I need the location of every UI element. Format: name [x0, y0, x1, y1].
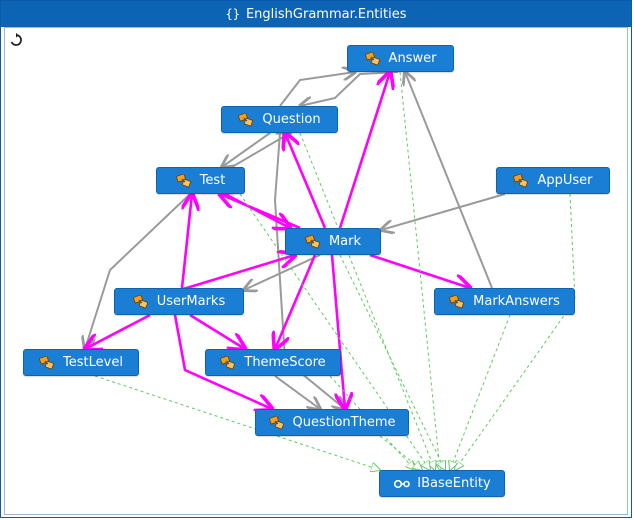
- node-label: Question: [262, 112, 321, 127]
- class-icon: [220, 355, 238, 370]
- edge-association-usermarks-to-mark: [179, 255, 295, 292]
- node-label: Mark: [328, 234, 362, 249]
- node-appuser[interactable]: AppUser: [496, 167, 610, 194]
- edge-dependency-question-to-test: [222, 132, 271, 167]
- edge-inheritance-answer-to-ibaseentity: [399, 71, 440, 470]
- class-icon: [39, 355, 57, 370]
- node-mark[interactable]: Mark: [285, 228, 381, 255]
- class-icon: [238, 112, 256, 127]
- edge-association-mark-to-answer: [338, 72, 390, 229]
- diagram-title: EnglishGrammar.Entities: [245, 6, 407, 22]
- edge-association-test-to-mark: [224, 192, 290, 228]
- node-questiontheme[interactable]: QuestionTheme: [255, 409, 409, 436]
- edge-dependency-test-to-testlevel: [85, 193, 191, 349]
- node-testlevel[interactable]: TestLevel: [23, 349, 139, 376]
- edge-association-usermarks-to-testlevel: [85, 313, 151, 349]
- node-ibaseentity[interactable]: IBaseEntity: [379, 470, 505, 497]
- edge-inheritance-question-to-ibaseentity: [299, 132, 435, 470]
- node-label: AppUser: [537, 173, 593, 188]
- node-label: IBaseEntity: [417, 476, 491, 491]
- node-label: Answer: [388, 51, 437, 66]
- edge-inheritance-markanswers-to-ibaseentity: [450, 314, 511, 470]
- node-answer[interactable]: Answer: [347, 45, 454, 72]
- class-icon: [304, 234, 323, 249]
- node-question[interactable]: Question: [221, 106, 338, 133]
- class-icon: [132, 294, 151, 309]
- edge-inheritance-mark-to-ibaseentity: [339, 254, 445, 470]
- edge-inheritance-testlevel-to-ibaseentity: [94, 375, 380, 470]
- edge-association-usermarks-to-test: [180, 194, 192, 289]
- class-icon: [268, 415, 287, 430]
- edge-dependency-themescore-to-questiontheme: [274, 375, 320, 409]
- edge-association-mark-to-questiontheme: [330, 254, 345, 409]
- edge-association-usermarks-to-themescore: [189, 313, 245, 349]
- edge-inheritance-appuser-to-ibaseentity: [455, 193, 576, 470]
- edge-dependency-question-to-questiontheme: [273, 132, 345, 409]
- edge-association-mark-to-question: [285, 133, 327, 229]
- edge-dependency-test-to-question: [231, 133, 290, 168]
- namespace-icon: {}: [225, 7, 240, 21]
- edge-inheritance-questiontheme-to-ibaseentity: [379, 435, 422, 470]
- node-usermarks[interactable]: UserMarks: [114, 288, 244, 315]
- interface-icon: [393, 477, 411, 491]
- title-bar: {} EnglishGrammar.Entities: [1, 1, 631, 27]
- edge-association-mark-to-themescore: [275, 254, 317, 349]
- refresh-icon[interactable]: [9, 32, 23, 46]
- edge-dependency-question-to-answer: [279, 72, 355, 107]
- diagram-canvas: [4, 27, 628, 515]
- node-label: QuestionTheme: [292, 415, 396, 430]
- edge-dependency-markanswers-to-answer: [405, 72, 493, 289]
- edge-inheritance-test-to-ibaseentity: [239, 193, 430, 470]
- node-themescore[interactable]: ThemeScore: [205, 349, 341, 376]
- class-icon: [513, 173, 531, 188]
- class-icon: [449, 294, 467, 309]
- node-label: TestLevel: [63, 355, 123, 370]
- node-label: MarkAnswers: [473, 294, 560, 309]
- edge-dependency-mark-to-usermarks: [244, 254, 321, 290]
- edge-association-usermarks-to-questiontheme: [173, 314, 272, 409]
- edge-dependency-appuser-to-mark: [381, 193, 506, 230]
- node-markanswers[interactable]: MarkAnswers: [434, 288, 575, 315]
- class-icon: [175, 173, 194, 188]
- node-test[interactable]: Test: [156, 167, 245, 194]
- class-icon: [364, 51, 383, 66]
- node-label: ThemeScore: [244, 355, 326, 370]
- node-label: UserMarks: [156, 294, 226, 309]
- node-label: Test: [199, 173, 226, 188]
